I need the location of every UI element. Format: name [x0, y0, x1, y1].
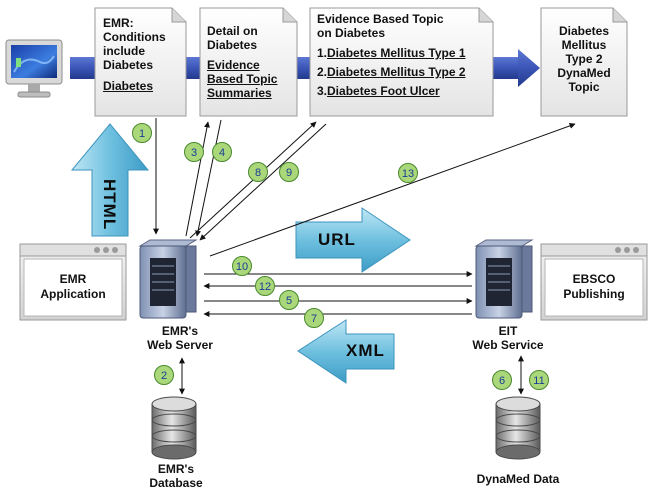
label-line: EMR [59, 272, 87, 286]
doc-line: Topic [568, 80, 600, 94]
svg-text:6: 6 [499, 375, 505, 387]
diabetes-link[interactable]: Diabetes [103, 79, 154, 93]
connector-9 [199, 123, 327, 241]
doc-detail-on-diabetes [199, 7, 298, 117]
url-arrow [295, 207, 411, 273]
xml-arrow [297, 319, 395, 384]
step-13: 13 [398, 163, 418, 183]
label-line: Web Service [472, 338, 544, 352]
database-icon-emr [151, 396, 197, 460]
ebsco-publishing-label: EBSCO Publishing [545, 272, 643, 302]
topic-link-foot-ulcer[interactable]: Diabetes Foot Ulcer [327, 84, 440, 98]
doc-line: Type 2 [565, 52, 603, 66]
label-line: Database [149, 476, 203, 490]
step-11: 11 [529, 370, 549, 390]
step-5: 5 [279, 290, 299, 310]
doc-evidence-text: Evidence Based Topic on Diabetes 1.Diabe… [317, 12, 466, 98]
emr-web-server-label: EMR's Web Server [138, 324, 222, 352]
step-12: 12 [255, 276, 275, 296]
svg-text:10: 10 [236, 261, 248, 273]
step-2: 2 [154, 365, 174, 385]
doc-dynamed-text: Diabetes Mellitus Type 2 DynaMed Topic [541, 24, 627, 94]
html-arrow-label: HTML [100, 179, 119, 231]
html-arrow [70, 123, 150, 237]
doc-line: EMR: [103, 16, 134, 30]
svg-text:7: 7 [311, 313, 317, 325]
doc-line: Diabetes [207, 38, 258, 52]
doc-line: Diabetes [558, 24, 610, 38]
label-line: EMR's [157, 462, 195, 476]
label-line: DynaMed Data [476, 472, 560, 486]
eit-web-service-label: EIT Web Service [466, 324, 550, 352]
doc-emr-conditions-text: EMR: Conditions include Diabetes Diabete… [103, 16, 166, 93]
connector-3 [185, 121, 210, 237]
svg-text:2: 2 [161, 370, 167, 382]
window-ebsco-publishing [540, 243, 648, 321]
emr-database-label: EMR's Database [134, 462, 218, 490]
doc-emr-conditions [94, 7, 187, 117]
label-line: Publishing [563, 287, 625, 301]
doc-evidence-based-topic [309, 7, 494, 117]
topic-list-number: 3. [317, 84, 328, 98]
url-arrow-label: URL [318, 230, 356, 249]
topic-list-item: 1.Diabetes Mellitus Type 1 [317, 46, 466, 60]
topic-list-item: 2.Diabetes Mellitus Type 2 [317, 65, 466, 79]
label-line: EIT [498, 324, 518, 338]
topic-list-number: 1. [317, 46, 328, 60]
svg-text:11: 11 [533, 375, 544, 387]
svg-text:9: 9 [286, 167, 292, 179]
svg-text:13: 13 [402, 168, 414, 180]
doc-line: Evidence Based Topic [317, 12, 444, 26]
label-line: Web Server [147, 338, 213, 352]
step-6: 6 [492, 370, 512, 390]
topic-link-type2[interactable]: Diabetes Mellitus Type 2 [327, 65, 466, 79]
svg-text:1: 1 [139, 128, 145, 140]
step-4: 4 [212, 142, 232, 162]
label-line: Application [40, 287, 106, 301]
doc-dynamed-topic [540, 7, 628, 117]
label-line: EMR's [161, 324, 199, 338]
topic-list-item: 3.Diabetes Foot Ulcer [317, 84, 466, 98]
connector-4 [195, 119, 222, 237]
evidence-summaries-link-line-2[interactable]: Based Topic [207, 72, 278, 86]
svg-text:3: 3 [191, 147, 197, 159]
label-line: EBSCO [572, 272, 616, 286]
server-icon-eit [474, 239, 534, 319]
step-3: 3 [184, 142, 204, 162]
step-markers: 1 3 4 8 9 13 10 12 5 7 2 6 11 [132, 123, 549, 390]
doc-line: Detail on [207, 24, 258, 38]
connectors [153, 118, 576, 395]
connector-13 [209, 123, 576, 257]
doc-detail-text: Detail on Diabetes Evidence Based Topic … [207, 24, 277, 100]
step-7: 7 [304, 308, 324, 328]
topic-list-number: 2. [317, 65, 328, 79]
doc-line: Mellitus [561, 38, 607, 52]
svg-text:4: 4 [219, 147, 225, 159]
database-icon-dynamed [495, 396, 541, 460]
doc-line: include [103, 44, 146, 58]
step-8: 8 [248, 162, 268, 182]
svg-text:8: 8 [255, 167, 261, 179]
monitor-icon [5, 39, 63, 98]
step-1: 1 [132, 123, 152, 143]
evidence-summaries-link-line-3[interactable]: Summaries [207, 86, 272, 100]
topic-link-type1[interactable]: Diabetes Mellitus Type 1 [327, 46, 466, 60]
step-10: 10 [232, 256, 252, 276]
window-emr-application [19, 243, 127, 321]
doc-line: on Diabetes [317, 26, 386, 40]
emr-application-label: EMR Application [24, 272, 122, 302]
doc-line: Conditions [103, 30, 166, 44]
svg-text:5: 5 [286, 295, 292, 307]
svg-text:12: 12 [259, 281, 271, 293]
server-icon-emr [138, 239, 198, 319]
step-9: 9 [279, 162, 299, 182]
evidence-summaries-link-line-1[interactable]: Evidence [207, 58, 260, 72]
xml-arrow-label: XML [346, 341, 385, 360]
doc-line: DynaMed [557, 66, 611, 80]
dynamed-data-label: DynaMed Data [468, 472, 568, 486]
doc-line: Diabetes [103, 58, 154, 72]
